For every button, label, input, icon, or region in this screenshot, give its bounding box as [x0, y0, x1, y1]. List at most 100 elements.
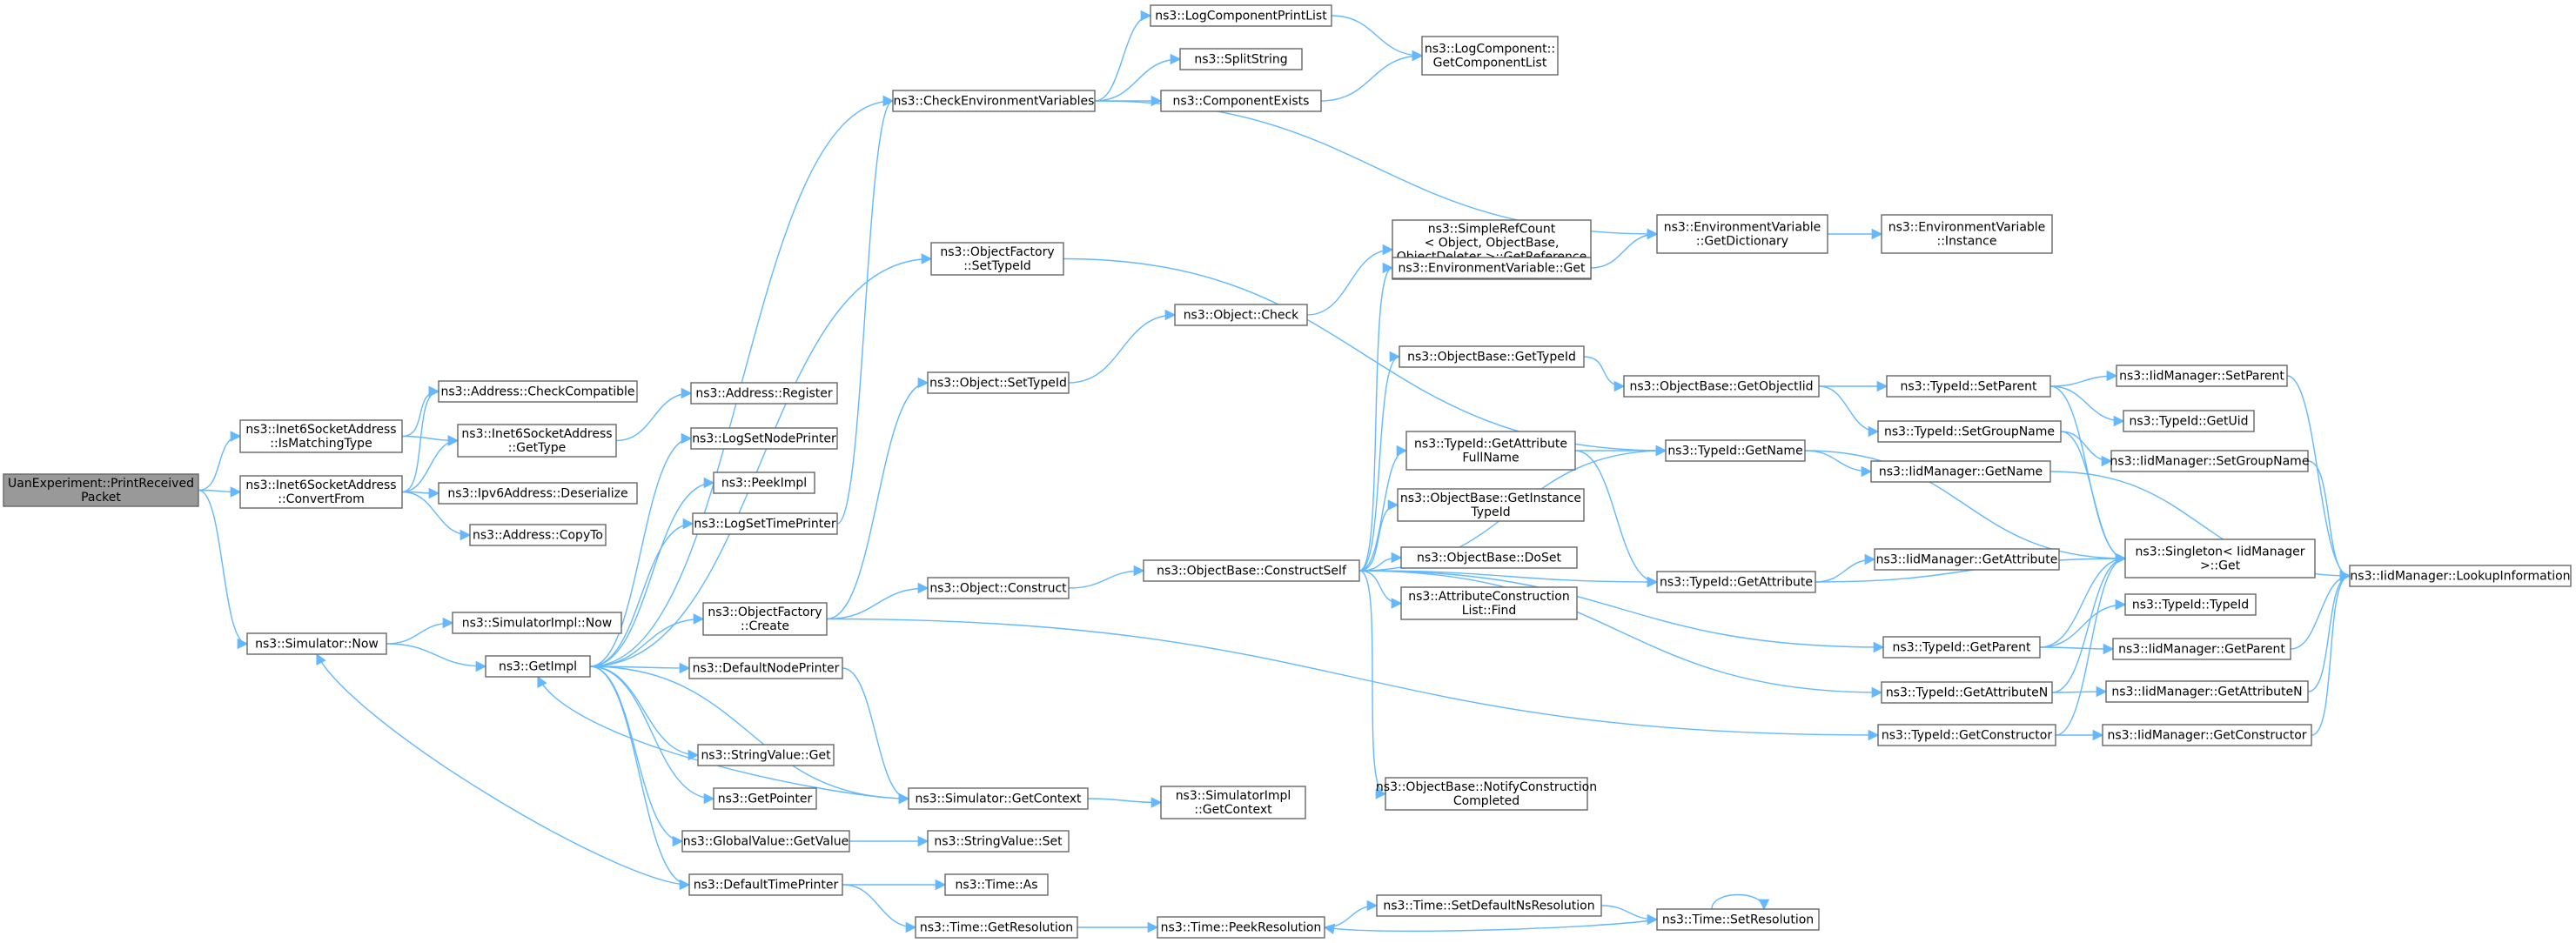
node-timePeekRes[interactable]: ns3::Time::PeekResolution [1157, 916, 1325, 939]
node-box [697, 744, 835, 766]
node-objBaseNotify[interactable]: ns3::ObjectBase::NotifyConstructionCompl… [1376, 777, 1597, 811]
node-objBaseGetObjIid[interactable]: ns3::ObjectBase::GetObjectIid [1623, 375, 1820, 398]
node-iidGetParent[interactable]: ns3::IidManager::GetParent [2112, 638, 2291, 660]
node-inet6Convert[interactable]: ns3::Inet6SocketAddress::ConvertFrom [239, 475, 403, 509]
node-label: GetComponentList [1433, 57, 1547, 70]
node-envGet[interactable]: ns3::EnvironmentVariable::Get [1392, 257, 1592, 279]
node-typeIdSetParent[interactable]: ns3::TypeId::SetParent [1886, 375, 2051, 398]
node-label: ns3::IidManager::GetParent [2118, 643, 2285, 657]
node-addrCheck[interactable]: ns3::Address::CheckCompatible [438, 380, 638, 403]
node-getImpl[interactable]: ns3::GetImpl [485, 655, 591, 678]
node-iidGetAttrN[interactable]: ns3::IidManager::GetAttributeN [2105, 680, 2309, 703]
node-label: ns3::StringValue::Get [701, 749, 831, 763]
node-box [1392, 257, 1592, 279]
node-checkEnv[interactable]: ns3::CheckEnvironmentVariables [892, 90, 1096, 112]
node-label: ns3::TypeId::SetParent [1901, 380, 2037, 394]
node-typeIdSetGroup[interactable]: ns3::TypeId::SetGroupName [1877, 420, 2062, 443]
edge-objBaseConstructSelf-to-typeIdGetAttrN [1358, 570, 1883, 699]
node-simImplNow[interactable]: ns3::SimulatorImpl::Now [452, 612, 622, 634]
node-iidGetAttr[interactable]: ns3::IidManager::GetAttribute [1874, 548, 2060, 571]
node-objConstruct[interactable]: ns3::Object::Construct [927, 577, 1070, 599]
node-objBaseDoSet[interactable]: ns3::ObjectBase::DoSet [1400, 546, 1578, 569]
node-box [3, 473, 199, 507]
node-label: ns3::PeekImpl [721, 477, 807, 491]
node-label: ns3::ObjectBase::NotifyConstruction [1376, 780, 1597, 794]
node-singletonGet[interactable]: ns3::Singleton< IidManager>::Get [2124, 538, 2316, 579]
node-objBaseGetTypeId[interactable]: ns3::ObjectBase::GetTypeId [1399, 345, 1585, 368]
node-label: ns3::TypeId::GetName [1667, 445, 1802, 458]
node-peekImpl[interactable]: ns3::PeekImpl [713, 472, 815, 494]
node-objCheck[interactable]: ns3::Object::Check [1174, 304, 1308, 326]
edge-objBaseConstructSelf-to-typeIdGetParent [1358, 570, 1885, 653]
node-simGetCtx[interactable]: ns3::Simulator::GetContext [908, 787, 1089, 810]
node-objFactCreate[interactable]: ns3::ObjectFactory::Create [702, 602, 828, 636]
node-iidSetParent[interactable]: ns3::IidManager::SetParent [2116, 364, 2288, 387]
edge-typeIdGetAttr-to-iidGetAttr [1815, 553, 1876, 583]
edge-inet6GetType-to-addrRegister [615, 387, 693, 442]
node-iidGetCtor[interactable]: ns3::IidManager::GetConstructor [2102, 724, 2312, 746]
node-defNodePrinter[interactable]: ns3::DefaultNodePrinter [688, 657, 843, 679]
node-box [246, 632, 387, 655]
node-box [1665, 439, 1806, 462]
edge-root-to-inet6Match [198, 431, 242, 492]
node-logCompGet[interactable]: ns3::LogComponent::GetComponentList [1421, 36, 1559, 76]
node-iidSetGroup[interactable]: ns3::IidManager::SetGroupName [2110, 450, 2310, 472]
node-timeAs[interactable]: ns3::Time::As [944, 873, 1049, 896]
node-label: ns3::Object::Check [1184, 309, 1299, 323]
node-typeIdGetUid[interactable]: ns3::TypeId::GetUid [2123, 410, 2255, 432]
node-typeIdGetName[interactable]: ns3::TypeId::GetName [1665, 439, 1806, 462]
node-timeGetRes[interactable]: ns3::Time::GetResolution [915, 916, 1078, 939]
node-box [1157, 916, 1325, 939]
node-label: ns3::Time::PeekResolution [1161, 921, 1322, 935]
node-box [1160, 786, 1306, 819]
node-iidLookup[interactable]: ns3::IidManager::LookupInformation [2349, 565, 2572, 587]
node-box [1421, 36, 1559, 76]
node-simImplGetCtx[interactable]: ns3::SimulatorImpl::GetContext [1160, 786, 1306, 819]
node-envGetDict[interactable]: ns3::EnvironmentVariable::GetDictionary [1656, 214, 1828, 254]
node-objSetType[interactable]: ns3::Object::SetTypeId [927, 371, 1070, 394]
node-logSetNode[interactable]: ns3::LogSetNodePrinter [690, 427, 838, 450]
node-envInstance[interactable]: ns3::EnvironmentVariable::Instance [1881, 214, 2053, 254]
node-label: ::Instance [1937, 235, 1997, 249]
node-splitString[interactable]: ns3::SplitString [1179, 48, 1303, 70]
node-label: ns3::Time::GetResolution [920, 921, 1073, 935]
node-label: ::Create [741, 619, 789, 633]
node-globalValGet[interactable]: ns3::GlobalValue::GetValue [681, 830, 850, 853]
node-logSetTime[interactable]: ns3::LogSetTimePrinter [692, 512, 838, 535]
node-inet6GetType[interactable]: ns3::Inet6SocketAddress::GetType [457, 424, 617, 458]
node-compExists[interactable]: ns3::ComponentExists [1160, 90, 1322, 112]
node-timeSetDefNs[interactable]: ns3::Time::SetDefaultNsResolution [1376, 894, 1602, 917]
node-addrRegister[interactable]: ns3::Address::Register [690, 382, 838, 405]
node-defTimePrinter[interactable]: ns3::DefaultTimePrinter [688, 873, 843, 896]
node-logCompPrint[interactable]: ns3::LogComponentPrintList [1150, 4, 1332, 27]
node-box [2123, 410, 2255, 432]
node-typeIdGetAttrN[interactable]: ns3::TypeId::GetAttributeN [1881, 681, 2053, 704]
node-inet6Match[interactable]: ns3::Inet6SocketAddress::IsMatchingType [239, 419, 403, 453]
node-timeSetRes[interactable]: ns3::Time::SetResolution [1656, 908, 1820, 931]
node-objFactSetType[interactable]: ns3::ObjectFactory::SetTypeId [930, 242, 1064, 276]
node-typeIdTypeId[interactable]: ns3::TypeId::TypeId [2124, 593, 2257, 616]
edge-envGet-to-envGetDict [1590, 228, 1659, 269]
node-ipv6Deser[interactable]: ns3::Ipv6Address::Deserialize [438, 482, 638, 505]
node-label: List::Find [1462, 604, 1517, 618]
edge-defTimePrinter-to-simNow [316, 652, 690, 886]
node-addrCopyTo[interactable]: ns3::Address::CopyTo [469, 524, 607, 546]
node-strValSet[interactable]: ns3::StringValue::Set [927, 830, 1070, 853]
node-typeIdGetCtor[interactable]: ns3::TypeId::GetConstructor [1877, 724, 2056, 746]
edge-objBaseConstructSelf-to-envGet [1358, 262, 1394, 572]
node-label: ns3::SimulatorImpl::Now [462, 617, 613, 631]
node-typeIdGetAttr[interactable]: ns3::TypeId::GetAttribute [1656, 571, 1816, 593]
node-simNow[interactable]: ns3::Simulator::Now [246, 632, 387, 655]
node-objBaseConstructSelf[interactable]: ns3::ObjectBase::ConstructSelf [1143, 559, 1360, 582]
node-box [908, 787, 1089, 810]
node-typeIdGetParent[interactable]: ns3::TypeId::GetParent [1882, 636, 2041, 659]
node-strValGet[interactable]: ns3::StringValue::Get [697, 744, 835, 766]
node-label: ns3::EnvironmentVariable [1888, 221, 2046, 235]
node-iidGetName[interactable]: ns3::IidManager::GetName [1870, 460, 2051, 483]
node-getPointer[interactable]: ns3::GetPointer [713, 787, 817, 810]
node-box [713, 787, 817, 810]
